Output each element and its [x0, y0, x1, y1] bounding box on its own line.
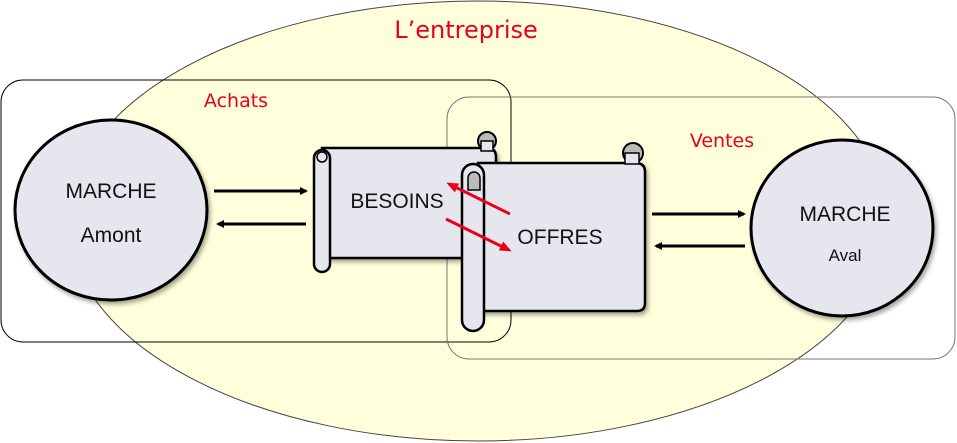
arrow-offers-to-needs: [446, 182, 511, 216]
sales-label: Ventes: [690, 130, 754, 152]
offers-scroll: OFFRES: [460, 142, 647, 333]
offers-scroll-label: OFFRES: [517, 226, 602, 249]
downstream-market-node: MARCHE Aval: [749, 138, 935, 318]
needs-scroll-label: BESOINS: [350, 190, 443, 213]
upstream-market-title: MARCHE: [65, 180, 156, 203]
purchases-label: Achats: [204, 90, 268, 112]
upstream-market-node: MARCHE Amont: [13, 118, 209, 302]
downstream-market-subtitle: Aval: [829, 246, 862, 265]
upstream-market-subtitle: Amont: [81, 224, 142, 247]
downstream-market-title: MARCHE: [799, 203, 890, 226]
enterprise-label: L’entreprise: [394, 16, 538, 44]
arrow-needs-to-offers: [445, 217, 512, 252]
